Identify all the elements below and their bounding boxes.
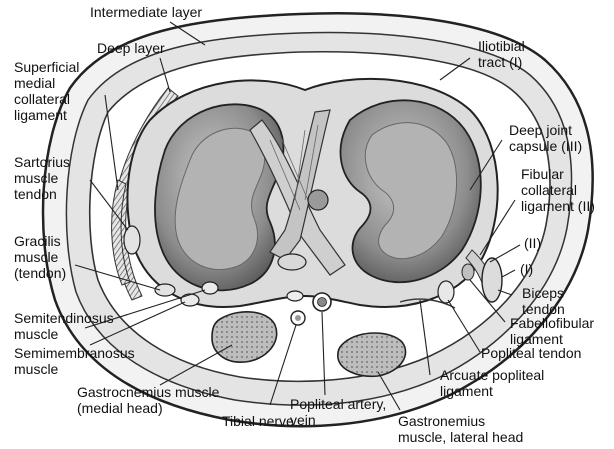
- fabellofibular-section: [462, 264, 474, 280]
- popliteal-tendon-section: [438, 281, 454, 303]
- gastrocnemius-lateral-head: [338, 333, 406, 376]
- semitendinosus-section: [202, 282, 218, 294]
- semimembranosus-section: [181, 294, 199, 306]
- label-deep-joint-capsule: Deep joint capsule (III): [509, 122, 582, 154]
- label-semitendinosus-muscle: Semitendinosus muscle: [14, 310, 114, 342]
- label-deep-layer: Deep layer: [97, 40, 165, 56]
- label-arcuate-popliteal-ligament: Arcuate popliteal ligament: [440, 367, 544, 399]
- tibial-spine: [308, 190, 328, 210]
- label-layer-ii: (II): [524, 235, 541, 251]
- biceps-tendon-section: [482, 258, 502, 302]
- label-popliteal-tendon: Popliteal tendon: [481, 345, 581, 361]
- label-iliotibial-tract: Iliotibial tract (I): [478, 38, 525, 70]
- label-popliteal-artery-vein: Popliteal artery, vein: [290, 396, 386, 428]
- gracilis-tendon-section: [155, 284, 175, 296]
- label-fibular-collateral-ligament: Fibular collateral ligament (II): [521, 166, 595, 214]
- label-gracilis-muscle: Gracilis muscle (tendon): [14, 233, 66, 281]
- label-intermediate-layer: Intermediate layer: [90, 4, 202, 20]
- popliteal-vein-section: [287, 291, 303, 301]
- label-gastrocnemius-lateral-head: Gastronemius muscle, lateral head: [398, 413, 523, 445]
- tibial-nerve-core: [295, 315, 301, 321]
- label-fabellofibular-ligament: Fabellofibular ligament: [510, 315, 594, 347]
- label-semimembranosus-muscle: Semimembranosus muscle: [14, 345, 135, 377]
- label-layer-i: (I): [520, 261, 533, 277]
- label-sartorius-muscle-tendon: Sartorius muscle tendon: [14, 154, 70, 202]
- label-tibial-nerve: Tibial nerve: [222, 413, 294, 429]
- label-superficial-medial-collateral-ligament: Superficial medial collateral ligament: [14, 59, 79, 123]
- popliteal-artery-lumen: [318, 298, 327, 307]
- ligament-stump: [278, 254, 306, 270]
- label-biceps-tendon: Biceps tendon: [522, 285, 565, 317]
- label-gastrocnemius-medial-head: Gastrocnemius muscle (medial head): [77, 384, 219, 416]
- sartorius-tendon-section: [124, 226, 140, 254]
